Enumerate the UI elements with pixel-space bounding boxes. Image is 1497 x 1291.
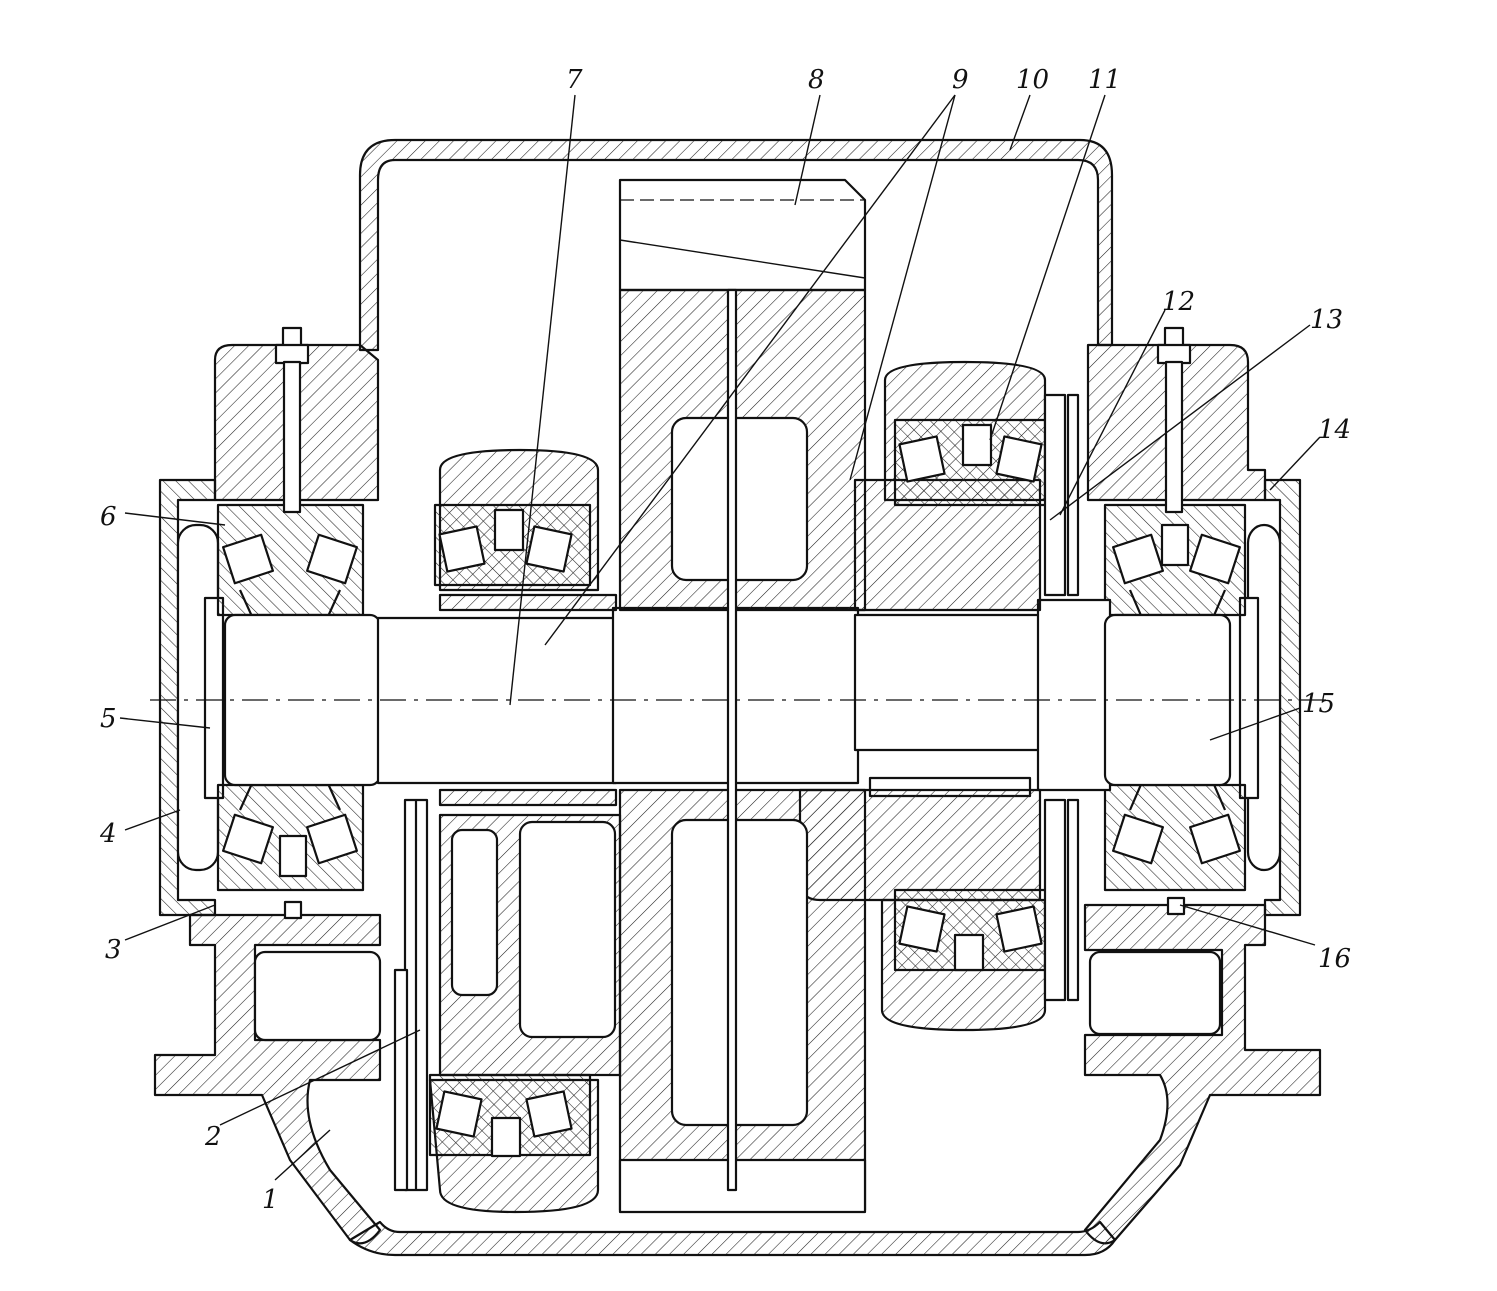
callout-5: 5 — [100, 704, 117, 734]
oil-tube — [393, 798, 429, 1192]
housing — [153, 138, 1322, 1257]
callout-1: 1 — [262, 1185, 279, 1215]
callout-13: 13 — [1310, 305, 1343, 335]
callout-10: 10 — [1016, 65, 1049, 95]
callout-14: 14 — [1318, 415, 1351, 445]
housing-sump — [348, 1220, 1117, 1257]
callout-11: 11 — [1088, 65, 1121, 95]
left-bearing — [216, 503, 365, 892]
main-shaft — [150, 598, 1330, 798]
large-gear — [618, 178, 867, 1214]
left-upper-gear-bearing — [433, 448, 600, 592]
callout-6: 6 — [100, 502, 117, 532]
callouts: 1 2 3 4 5 6 7 8 9 10 11 12 13 14 15 16 — [99, 65, 1351, 1215]
callout-16: 16 — [1318, 944, 1351, 974]
left-breather-plug — [274, 326, 310, 514]
left-end-cover — [158, 478, 225, 917]
callout-2: 2 — [204, 1122, 222, 1152]
right-breather-plug — [1156, 326, 1192, 514]
callout-4: 4 — [99, 819, 117, 849]
right-upper-gear-bearing — [883, 360, 1057, 507]
callout-9: 9 — [952, 65, 969, 95]
leader-lines — [119, 94, 1321, 1181]
lower-gear-blank — [438, 813, 622, 1077]
callout-3: 3 — [105, 935, 122, 965]
callout-15: 15 — [1302, 689, 1335, 719]
spacer-ring — [1043, 393, 1080, 1002]
left-bolt — [283, 900, 303, 920]
right-end-cover — [1238, 478, 1302, 917]
left-lower-gear-bearing — [428, 1073, 600, 1214]
right-lower-gear-bearing — [880, 888, 1057, 1032]
callout-7: 7 — [566, 65, 583, 95]
right-bearing — [1103, 503, 1247, 892]
callout-8: 8 — [808, 65, 825, 95]
left-lower-body — [153, 913, 382, 1245]
callout-12: 12 — [1162, 287, 1195, 317]
